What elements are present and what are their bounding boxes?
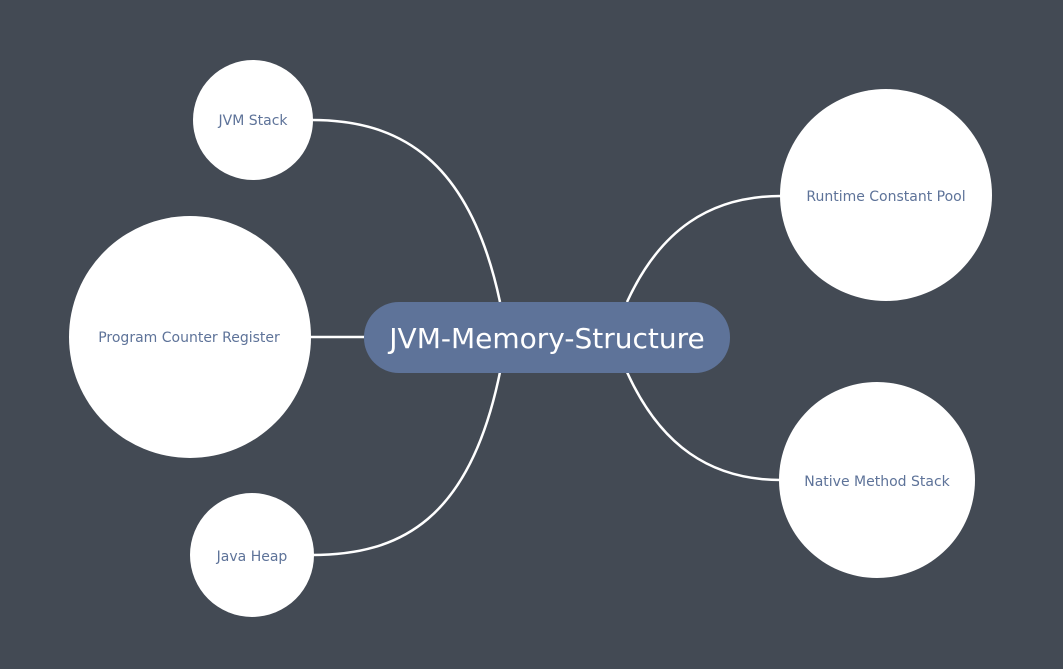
connector-native-method-stack <box>625 371 782 482</box>
connector-java-heap <box>311 371 502 557</box>
node-circle <box>190 493 314 617</box>
node-label-native-method-stack: Native Method Stack <box>804 474 950 490</box>
node-label-runtime-constant-pool: Runtime Constant Pool <box>806 189 965 205</box>
center-node-label: JVM-Memory-Structure <box>387 322 704 355</box>
node-circle <box>193 60 313 180</box>
connectors <box>311 118 782 557</box>
connector-jvm-stack <box>311 118 502 303</box>
node-label-jvm-stack: JVM Stack <box>218 113 289 129</box>
node-jvm-stack[interactable]: JVM Stack <box>193 60 313 180</box>
node-native-method-stack[interactable]: Native Method Stack <box>779 382 975 578</box>
node-label-program-counter-register: Program Counter Register <box>98 330 280 346</box>
center-node[interactable]: JVM-Memory-Structure <box>364 302 730 373</box>
node-circle <box>779 382 975 578</box>
node-circle <box>780 89 992 301</box>
connector-runtime-constant-pool <box>625 194 782 303</box>
center-node-pill <box>364 302 730 373</box>
node-label-java-heap: Java Heap <box>216 549 288 565</box>
node-runtime-constant-pool[interactable]: Runtime Constant Pool <box>780 89 992 301</box>
node-program-counter-register[interactable]: Program Counter Register <box>69 216 311 458</box>
node-circle <box>69 216 311 458</box>
node-java-heap[interactable]: Java Heap <box>190 493 314 617</box>
